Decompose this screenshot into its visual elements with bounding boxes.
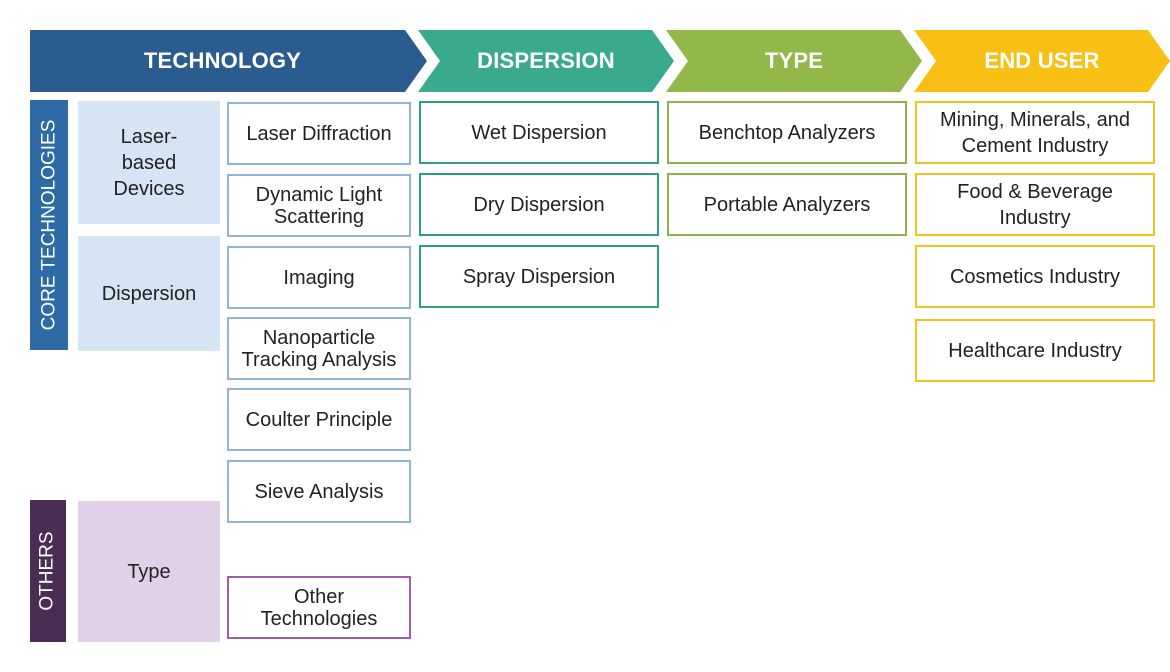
- type-portable-analyzers: Portable Analyzers: [667, 173, 907, 236]
- dispersion-dry: Dry Dispersion: [419, 173, 659, 236]
- header-end-user: END USER: [984, 48, 1100, 73]
- category-dispersion: Dispersion: [78, 236, 220, 351]
- core-technologies-bar: CORE TECHNOLOGIES: [30, 100, 68, 350]
- technology-chevron: [30, 30, 427, 92]
- tech-nanoparticle-tracking-analysis: Nanoparticle Tracking Analysis: [227, 317, 411, 380]
- header-type: TYPE: [764, 48, 824, 73]
- tech-laser-diffraction: Laser Diffraction: [227, 102, 411, 165]
- end-user-cosmetics: Cosmetics Industry: [915, 245, 1155, 308]
- type-chevron: [666, 30, 922, 92]
- tech-other-technologies: Other Technologies: [227, 576, 411, 639]
- others-label: OTHERS: [37, 531, 58, 611]
- core-technologies-label: CORE TECHNOLOGIES: [38, 119, 59, 331]
- category-type: Type: [78, 501, 220, 642]
- others-bar: OTHERS: [30, 500, 66, 642]
- header-technology: TECHNOLOGY: [143, 48, 302, 73]
- dispersion-chevron: [418, 30, 674, 92]
- header-dispersion: DISPERSION: [477, 48, 615, 73]
- tech-sieve-analysis: Sieve Analysis: [227, 460, 411, 523]
- type-benchtop-analyzers: Benchtop Analyzers: [667, 101, 907, 164]
- dispersion-spray: Spray Dispersion: [419, 245, 659, 308]
- tech-imaging: Imaging: [227, 246, 411, 309]
- tech-dynamic-light-scattering: Dynamic Light Scattering: [227, 174, 411, 237]
- end-user-food-beverage: Food & Beverage Industry: [915, 173, 1155, 236]
- category-laser-based-devices: Laser- based Devices: [78, 101, 220, 224]
- dispersion-wet: Wet Dispersion: [419, 101, 659, 164]
- end-user-chevron: [914, 30, 1170, 92]
- tech-coulter-principle: Coulter Principle: [227, 388, 411, 451]
- end-user-healthcare: Healthcare Industry: [915, 319, 1155, 382]
- end-user-mining-minerals-cement: Mining, Minerals, and Cement Industry: [915, 101, 1155, 164]
- header-chevrons: [30, 30, 1170, 92]
